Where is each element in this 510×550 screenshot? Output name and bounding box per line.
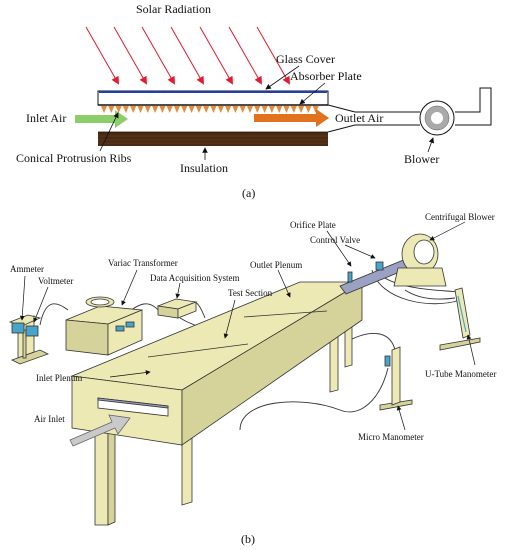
conical-rib (290, 106, 297, 113)
conical-rib (312, 106, 319, 113)
label-control-valve: Control Valve (310, 235, 360, 245)
label-inlet-plenum: Inlet Plenum (36, 373, 82, 383)
insulation-texture (98, 135, 328, 144)
centrifugal-blower (393, 233, 447, 287)
conical-rib (210, 106, 217, 113)
conical-rib (217, 106, 224, 113)
conical-rib (115, 106, 122, 113)
conical-rib (166, 106, 173, 113)
micro-manometer (379, 346, 413, 411)
panel-b-pointers (19, 221, 476, 431)
outlet-duct (327, 87, 492, 133)
conical-rib (283, 106, 290, 113)
conical-rib (254, 106, 261, 113)
conical-rib (305, 106, 312, 113)
conical-rib (181, 106, 188, 113)
conical-rib (101, 106, 107, 113)
outlet-pipe (339, 253, 425, 295)
label-ammeter: Ammeter (10, 264, 44, 274)
insulation-layer (98, 132, 328, 146)
voltmeter-icon (25, 325, 39, 337)
test-rig (70, 281, 364, 526)
conical-rib (188, 106, 195, 113)
label-centrifugal-blower: Centrifugal Blower (425, 212, 495, 222)
conical-rib (108, 106, 115, 113)
inlet-air-arrow (75, 110, 128, 128)
label-solar-radiation: Solar Radiation (136, 2, 211, 16)
daq-box (156, 298, 198, 319)
conical-rib (195, 106, 202, 113)
conical-rib (159, 106, 166, 113)
panel-b: Ammeter Voltmeter Variac Transformer Dat… (8, 212, 496, 546)
label-air-inlet: Air Inlet (34, 414, 65, 424)
absorber-pointer (299, 82, 326, 105)
label-absorber-plate: Absorber Plate (290, 69, 362, 83)
label-inlet-air: Inlet Air (26, 111, 66, 125)
ribs-pointer (99, 112, 119, 152)
ammeter-icon (11, 322, 25, 334)
conical-rib (144, 106, 151, 113)
label-orifice-plate: Orifice Plate (290, 220, 336, 230)
air-inlet-arrow (69, 414, 131, 447)
conical-rib (225, 106, 232, 113)
label-outlet-air: Outlet Air (335, 111, 383, 125)
blower-pointer (427, 137, 435, 153)
conical-rib (261, 106, 268, 113)
conical-rib (174, 106, 180, 113)
label-variac: Variac Transformer (108, 258, 178, 268)
label-micro-manometer: Micro Manometer (358, 432, 424, 442)
caption-a: (a) (242, 186, 255, 200)
outlet-air-arrow (254, 109, 329, 127)
label-u-tube-manometer: U-Tube Manometer (425, 369, 496, 379)
conical-rib (203, 106, 210, 113)
label-glass-cover: Glass Cover (276, 52, 335, 66)
label-insulation: Insulation (180, 161, 228, 175)
conical-ribs (101, 106, 319, 113)
caption-b: (b) (241, 532, 255, 546)
panel-a: Solar Radiation (16, 2, 492, 200)
label-test-section: Test Section (228, 288, 273, 298)
glass-cover-pointer (265, 65, 300, 90)
conical-rib (239, 106, 246, 113)
conical-rib (247, 106, 253, 113)
conical-rib (152, 106, 159, 113)
u-tube-manometer (439, 287, 481, 351)
solar-rays (85, 26, 290, 85)
label-daq: Data Acquisition System (150, 273, 240, 283)
label-voltmeter: Voltmeter (38, 276, 73, 286)
label-conical-ribs: Conical Protrusion Ribs (16, 151, 132, 165)
conical-rib (130, 106, 137, 113)
conical-rib (276, 106, 283, 113)
conical-rib (298, 106, 305, 113)
ammeter-voltmeter-stand (8, 314, 50, 365)
conical-rib (122, 106, 129, 113)
conical-rib (137, 106, 144, 113)
label-blower: Blower (404, 152, 439, 166)
variac-transformer (65, 296, 143, 356)
glass-cover (97, 90, 329, 106)
conical-rib (232, 106, 239, 113)
label-outlet-plenum: Outlet Plenum (250, 260, 302, 270)
conical-rib (268, 106, 275, 113)
